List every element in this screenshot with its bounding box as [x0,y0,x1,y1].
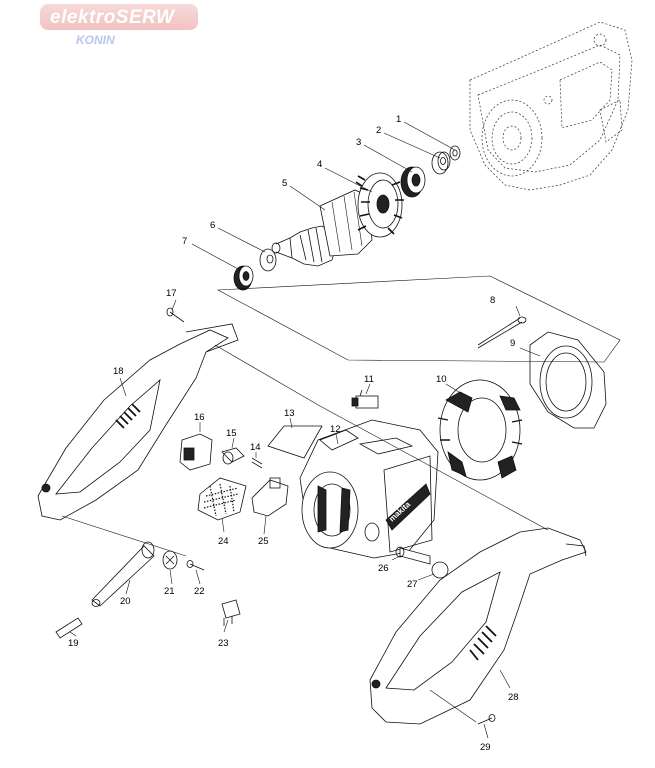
part-label-3: 3 [356,137,361,148]
part-label-16: 16 [194,412,205,423]
leader-lines-upper [191,121,456,271]
part-7-bearing [233,265,254,291]
part-14-pin [251,457,263,469]
leader-lines-lower [61,299,549,739]
part-8-screw [477,316,527,349]
part-21-clamp [162,550,178,570]
part-label-8: 8 [490,295,495,306]
part-label-12: 12 [330,424,341,435]
watermark-logo: elektroSERW KONIN [40,4,200,47]
part-6-washer [259,248,277,272]
part-label-9: 9 [510,338,515,349]
part-13-sheet [267,425,323,459]
part-16-brush-holder [179,433,213,471]
part-label-23: 23 [218,638,229,649]
part-15-cap [221,447,245,465]
watermark-brand: elektroSERW [50,7,175,28]
part-9-baffle [529,331,607,429]
part-3-bearing [400,166,426,198]
part-label-7: 7 [182,236,187,247]
watermark-city: KONIN [76,33,115,47]
part-22-screw [186,560,205,571]
part-label-1: 1 [396,114,401,125]
part-label-20: 20 [120,596,131,607]
part-label-28: 28 [508,692,519,703]
watermark-badge [40,4,198,30]
part-2-pinion [431,151,451,175]
part-18-handle-left [37,323,239,521]
part-label-22: 22 [194,586,205,597]
part-11-switch [351,389,379,409]
part-label-6: 6 [210,220,215,231]
part-label-24: 24 [218,536,229,547]
part-label-4: 4 [317,159,322,170]
part-label-25: 25 [258,536,269,547]
part-25-cord-guard [251,477,289,517]
part-label-27: 27 [407,579,418,590]
part-label-11: 11 [364,374,374,385]
part-labels: 1 2 3 4 5 6 7 8 9 10 11 12 13 14 15 16 1… [68,114,519,753]
assembly-group-outline [216,275,621,363]
part-24-filter [197,477,247,521]
gear-housing-ghost [469,21,633,191]
part-26-cord-clamp [395,546,431,565]
part-27-knob [431,561,449,579]
part-label-13: 13 [284,408,295,419]
part-29-screw [477,714,496,725]
part-label-5: 5 [282,178,287,189]
part-23-capacitor [221,599,241,626]
part-label-26: 26 [378,563,389,574]
part-20-cord [91,541,155,607]
part-label-17: 17 [166,288,177,299]
part-28-handle-right [369,527,587,725]
part-label-2: 2 [376,125,381,136]
part-19-cable [55,617,83,639]
part-label-19: 19 [68,638,79,649]
part-10-field [437,379,523,481]
part-12-motor-housing: makita [299,419,439,559]
part-17-screw [166,307,185,323]
part-5-armature [271,189,373,267]
part-label-15: 15 [226,428,237,439]
part-label-29: 29 [480,742,491,753]
part-label-18: 18 [113,366,124,377]
part-label-10: 10 [436,374,447,385]
part-label-21: 21 [164,586,175,597]
part-label-14: 14 [250,442,261,453]
part-4-fan [355,172,404,238]
